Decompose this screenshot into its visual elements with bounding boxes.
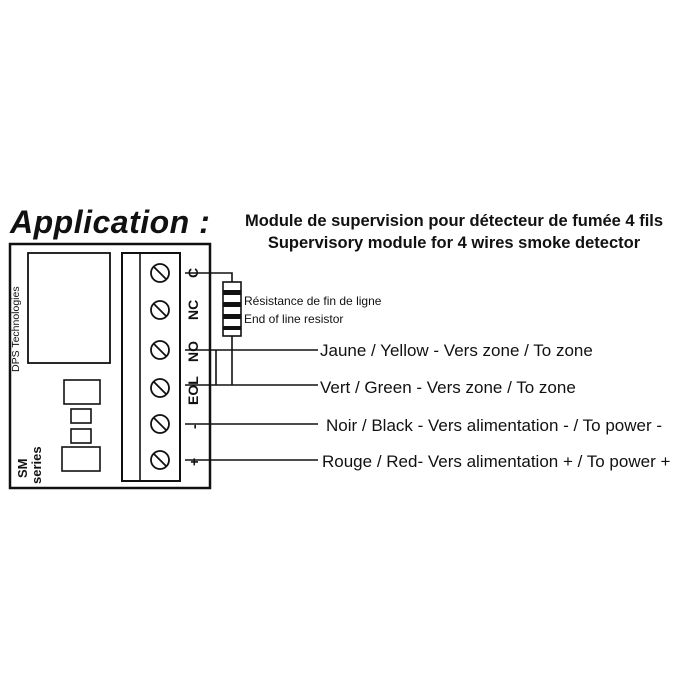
series-label-line2: series xyxy=(29,446,44,484)
terminal-label-minus: - xyxy=(186,424,202,429)
series-label-line1: SM xyxy=(15,459,30,479)
terminal-block xyxy=(121,252,181,482)
terminal-label-nc: NC xyxy=(185,300,201,320)
subtitle-french: Module de supervision pour détecteur de … xyxy=(244,212,664,230)
wire-label-yellow: Jaune / Yellow - Vers zone / To zone xyxy=(320,341,593,360)
screw-terminal-plus xyxy=(150,450,170,470)
eol-resistor xyxy=(185,272,242,385)
screw-terminal-nc xyxy=(150,300,170,320)
wire-label-green: Vert / Green - Vers zone / To zone xyxy=(320,378,576,397)
component-large xyxy=(63,379,101,405)
subtitle-english: Supervisory module for 4 wires smoke det… xyxy=(267,234,641,252)
diagram-title: Application : xyxy=(10,204,211,240)
screw-terminal-minus xyxy=(150,414,170,434)
screw-terminal-no xyxy=(150,340,170,360)
resistor-label-english: End of line resistor xyxy=(244,312,343,326)
terminal-label-eol: EOL xyxy=(185,376,201,405)
screw-terminal-c xyxy=(150,263,170,283)
component-small-1 xyxy=(70,408,92,424)
component-small-2 xyxy=(70,428,92,444)
component-bottom xyxy=(61,446,101,472)
circuit-panel xyxy=(27,252,111,364)
resistor-label-french: Résistance de fin de ligne xyxy=(244,294,382,308)
terminal-label-plus: + xyxy=(186,458,202,466)
screw-terminal-eol xyxy=(150,378,170,398)
brand-label: DPS Technologies xyxy=(10,286,22,372)
wire-label-red: Rouge / Red- Vers alimentation + / To po… xyxy=(322,452,670,471)
terminal-label-no: NO xyxy=(185,341,201,362)
wire-label-black: Noir / Black - Vers alimentation - / To … xyxy=(326,416,662,435)
module-housing xyxy=(8,242,212,490)
